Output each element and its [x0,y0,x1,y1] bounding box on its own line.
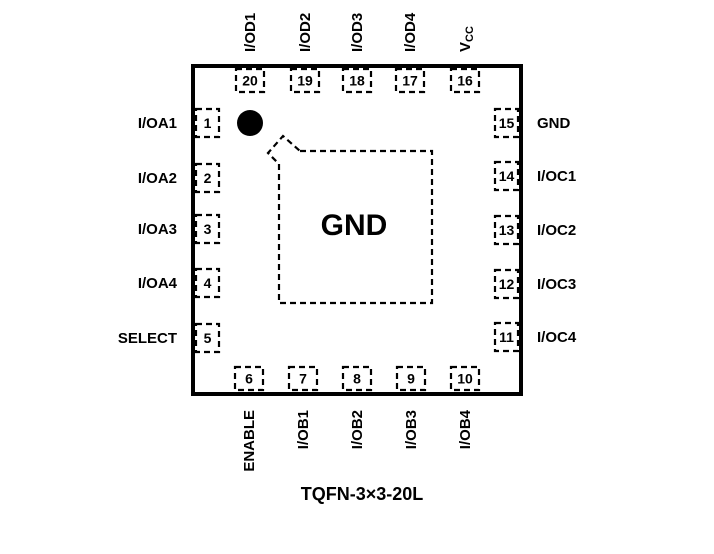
package-name-caption: TQFN-3×3-20L [301,484,424,504]
pin-pad-14 [493,160,520,192]
exposed-pad-label: GND [321,209,388,242]
pin-number-1: 1 [204,115,212,131]
pin-pad-10 [449,365,481,392]
pin-label-14: I/OC1 [537,168,576,185]
pin-number-9: 9 [407,371,415,387]
pin-label-10: I/OB4 [457,409,474,449]
pin-number-16: 16 [457,73,473,89]
pin-label-7: I/OB1 [295,410,312,449]
pin-number-17: 17 [402,73,418,89]
pin-pad-12 [493,268,520,300]
pin-label-18: I/OD3 [349,13,366,52]
pin-number-2: 2 [204,170,212,186]
pin-number-5: 5 [204,330,212,346]
pin-pad-20 [234,67,266,94]
pin-pad-15 [493,107,520,139]
pin-pad-18 [341,67,373,94]
pin-label-9: I/OB3 [403,410,420,449]
pin-pad-9 [395,365,427,392]
pin-number-8: 8 [353,371,361,387]
pin1-marker-dot [237,110,263,136]
pin-pad-5 [194,322,221,354]
pin-label-6: ENABLE [241,410,258,472]
pin-pad-11 [493,321,520,353]
pin-number-12: 12 [499,276,515,292]
pin-pad-2 [194,162,221,194]
pin-pad-7 [287,365,319,392]
pin-label-15: GND [537,115,571,132]
pin-label-11: I/OC4 [537,329,577,346]
pin-label-17: I/OD4 [402,12,419,52]
pin-label-2: I/OA2 [138,170,177,187]
pin-number-20: 20 [242,73,258,89]
pin-label-19: I/OD2 [297,13,314,52]
pin-pad-13 [493,214,520,246]
pin-label-5: SELECT [118,330,177,347]
pin-label-4: I/OA4 [138,275,178,292]
pin-number-7: 7 [299,371,307,387]
pin-pad-3 [194,213,221,245]
pin-label-12: I/OC3 [537,276,576,293]
pin-number-6: 6 [245,371,253,387]
pin-number-3: 3 [204,221,212,237]
exposed-pad-outline [266,134,434,305]
pin-number-13: 13 [499,222,515,238]
pin-number-10: 10 [457,371,473,387]
package-body [191,64,523,396]
pin-label-3: I/OA3 [138,221,177,238]
pin-pad-1 [194,107,221,139]
pin-label-20: I/OD1 [242,13,259,52]
pin-label-16: VCC [457,26,476,52]
pin-pad-16 [449,67,481,94]
pin-number-15: 15 [499,115,515,131]
pin-label-1: I/OA1 [138,115,177,132]
pin-pad-4 [194,267,221,299]
pin-pad-19 [289,67,321,94]
pin-number-18: 18 [349,73,365,89]
pin-number-11: 11 [499,329,514,345]
pin-pad-6 [233,365,265,392]
pin-number-4: 4 [204,275,212,291]
pin-label-13: I/OC2 [537,222,576,239]
pin-label-8: I/OB2 [349,410,366,449]
pin-pad-17 [394,67,426,94]
pin-pad-8 [341,365,373,392]
pin-number-14: 14 [499,168,515,184]
pin-number-19: 19 [297,73,313,89]
